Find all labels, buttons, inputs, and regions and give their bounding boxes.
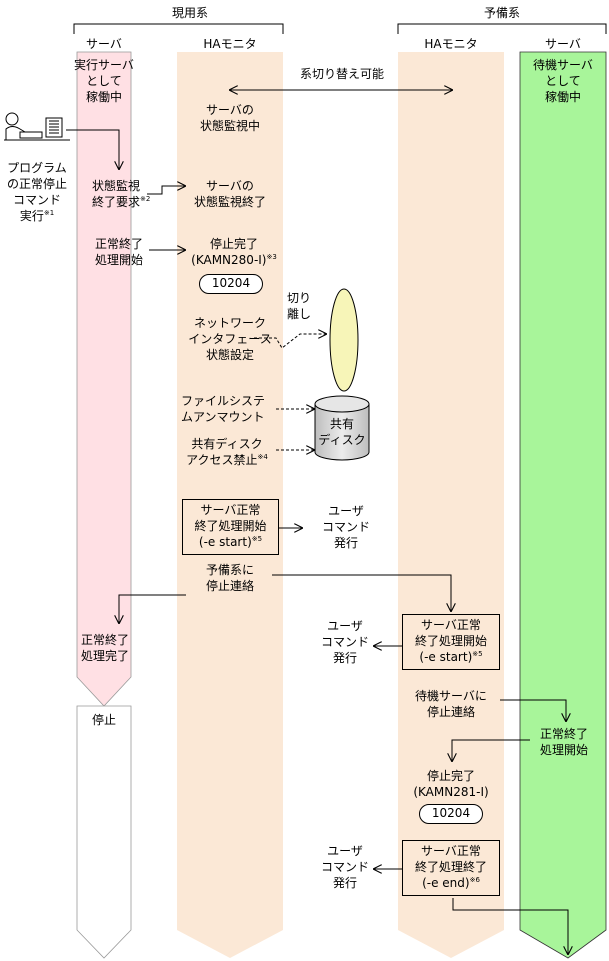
standby-system-bracket [397,23,607,34]
standby-server-header: サーバ [545,37,581,51]
standby-server-lane [519,51,607,959]
stop-monitor-request-text: 状態監視 終了要求※2 [92,179,151,209]
switch-label: 系切り替え可能 [299,67,384,81]
stop-complete-2-text: 停止完了(KAMN281-I) [413,769,489,799]
arrow-to-active-server [119,594,186,624]
operator-command-label: プログラムの正常停止コマンド 実行※1 [6,161,67,223]
arrow-to-standby-ha [452,739,530,762]
arrow-network-detach [254,334,327,349]
arrow-stop-monitor-request [147,186,186,195]
arrow-notify-standby [272,574,451,612]
monitoring-ended-text: サーバの状態監視終了 [193,179,266,209]
stopped-lane [76,705,132,959]
network-interface-text: ネットワークインタフェース状態設定 [188,316,272,362]
standby-ha-monitor-header: HAモニタ [424,37,478,51]
active-system-bracket [73,23,284,34]
network-interface-ellipse [329,288,359,392]
notify-standby-text: 予備系に停止連絡 [205,563,254,593]
message-code-pill-2: 10204 [419,804,483,824]
active-ha-monitor-header: HAモニタ [203,37,257,51]
detach-text: 切り離し [287,291,312,321]
fs-unmount-text: ファイルシステムアンマウント [181,394,266,424]
standby-system-title: 予備系 [483,6,520,20]
user-cmd-box-start-active: サーバ正常終了処理開始 (-e start)※5 [182,499,279,555]
shared-disk-icon [314,395,370,461]
standby-shutdown-start-text: 正常終了処理開始 [539,727,588,757]
server-monitoring-text: サーバの状態監視中 [199,103,260,133]
shared-disk-label: 共有ディスク [318,417,366,447]
active-server-status: 実行サーバとして稼働中 [74,58,134,104]
arrow-end-to-standby [452,898,568,955]
notify-standby-server-text: 待機サーバに停止連絡 [415,689,487,719]
user-command-1-text: ユーザコマンド発行 [321,504,370,550]
arrow-notify-standby-server [500,699,566,722]
arrow-operator-to-server [66,129,119,170]
operator-icon [4,112,70,141]
normal-shutdown-done-text: 正常終了処理完了 [80,633,129,663]
user-command-2-text: ユーザコマンド発行 [320,619,369,665]
active-system-title: 現用系 [171,6,208,20]
active-server-lane [76,51,132,707]
active-server-header: サーバ [86,37,122,51]
user-cmd-box-end-standby: サーバ正常終了処理終了 (-e end)※6 [402,840,500,896]
user-command-3-text: ユーザコマンド発行 [320,844,369,890]
normal-shutdown-start-text: 正常終了処理開始 [94,237,143,267]
disk-access-text: 共有ディスク アクセス禁止※4 [186,437,268,467]
message-code-pill-1: 10204 [199,274,263,294]
stop-complete-1-text: 停止完了 (KAMN280-I)※3 [191,237,277,267]
standby-server-status: 待機サーバとして稼働中 [533,58,593,104]
ha-monitor-lane-standby [398,52,504,958]
stopped-label: 停止 [91,713,116,727]
user-cmd-box-start-standby: サーバ正常終了処理開始 (-e start)※5 [402,614,500,670]
